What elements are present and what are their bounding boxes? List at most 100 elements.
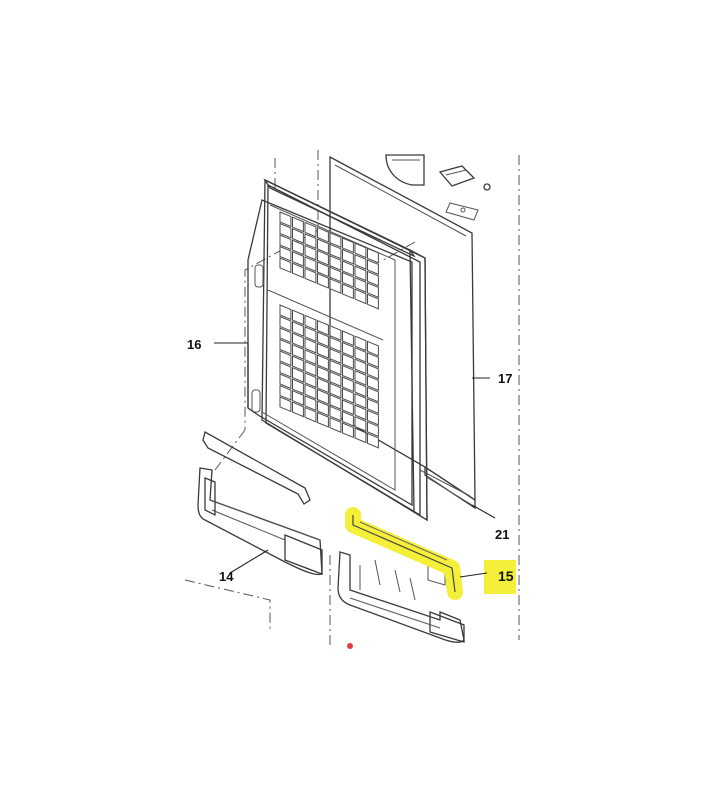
grid-cell bbox=[304, 221, 317, 238]
grid-cell bbox=[342, 410, 354, 427]
grid-cell bbox=[304, 326, 317, 343]
grid-cell bbox=[367, 386, 379, 403]
grid-cell bbox=[317, 377, 329, 394]
grid-cell bbox=[317, 238, 329, 255]
grid-cell bbox=[329, 278, 342, 294]
grid-cell bbox=[304, 372, 317, 389]
grid-cell bbox=[329, 417, 342, 433]
grid-cell bbox=[279, 234, 292, 251]
grid-cell bbox=[279, 211, 292, 228]
grid-cell bbox=[367, 340, 379, 357]
grid-cell bbox=[342, 330, 354, 347]
callout-16: 16 bbox=[187, 337, 201, 352]
grid-cell bbox=[304, 360, 317, 377]
grid-cell bbox=[317, 261, 329, 278]
grid-cell bbox=[367, 363, 379, 380]
grid-cell bbox=[367, 375, 379, 392]
grid-cell bbox=[317, 388, 329, 405]
grid-cell bbox=[279, 373, 292, 390]
grid-cell bbox=[329, 348, 342, 364]
grid-cell bbox=[292, 378, 304, 395]
grid-cell bbox=[317, 226, 329, 243]
grid-cell bbox=[329, 382, 342, 399]
grid-cell bbox=[304, 244, 317, 261]
assembly-centerlines bbox=[184, 150, 520, 645]
grid-cell bbox=[317, 400, 329, 417]
grid-cell bbox=[317, 319, 329, 336]
grid-cell bbox=[317, 331, 329, 348]
grid-cell bbox=[342, 271, 354, 288]
grid-cell bbox=[354, 392, 367, 409]
grid-cell bbox=[354, 427, 367, 444]
grid-cell bbox=[354, 381, 367, 398]
grid-cell bbox=[329, 359, 342, 376]
grid-cell bbox=[279, 384, 292, 401]
grid-cell bbox=[279, 315, 292, 332]
grid-cell bbox=[354, 335, 367, 352]
door-bin-15 bbox=[337, 551, 465, 643]
grid-cell bbox=[279, 222, 292, 239]
grid-cell bbox=[342, 248, 354, 265]
callout-15: 15 bbox=[498, 568, 514, 584]
grid-cell bbox=[304, 395, 317, 412]
door-bin-14 bbox=[197, 431, 323, 576]
grid-cell bbox=[342, 341, 354, 358]
grid-cell bbox=[304, 314, 317, 331]
grid-cell bbox=[292, 366, 304, 383]
grid-cell bbox=[292, 389, 304, 406]
grid-cell bbox=[354, 288, 367, 305]
grid-cell bbox=[367, 352, 379, 369]
grid-cell bbox=[354, 242, 367, 259]
door-outer-panel bbox=[329, 155, 476, 510]
grid-cell bbox=[304, 349, 317, 366]
grid-cell bbox=[292, 309, 304, 326]
grid-cell bbox=[367, 421, 379, 438]
grid-cell bbox=[354, 369, 367, 386]
grid-cell bbox=[292, 250, 304, 267]
door-bar-15-highlight bbox=[345, 507, 516, 600]
grid-cell bbox=[279, 361, 292, 378]
grid-cell bbox=[367, 259, 379, 276]
grid-cell bbox=[342, 260, 354, 277]
grid-cell bbox=[304, 406, 317, 423]
grid-cell bbox=[317, 411, 329, 428]
grid-cell bbox=[329, 394, 342, 410]
grid-cell bbox=[279, 327, 292, 344]
grid-cell bbox=[329, 325, 342, 341]
grid-cell bbox=[317, 342, 329, 359]
grid-cell bbox=[329, 232, 342, 248]
grid-cell bbox=[354, 346, 367, 363]
grid-cell bbox=[292, 227, 304, 244]
grid-cell bbox=[279, 350, 292, 367]
grid-cell bbox=[292, 216, 304, 233]
grid-cell bbox=[342, 237, 354, 254]
grid-cell bbox=[304, 383, 317, 400]
grid-cell bbox=[329, 266, 342, 283]
grid-cell bbox=[342, 376, 354, 393]
grid-cell bbox=[342, 422, 354, 439]
grid-cell bbox=[279, 338, 292, 355]
grid-cell bbox=[342, 387, 354, 404]
grid-cell bbox=[292, 320, 304, 337]
grid-cell bbox=[342, 283, 354, 300]
grid-cell bbox=[329, 243, 342, 260]
grid-cell bbox=[354, 253, 367, 270]
grid-cell bbox=[292, 239, 304, 256]
grid-cell bbox=[367, 247, 379, 264]
grid-cell bbox=[329, 405, 342, 422]
door-liner-grid bbox=[279, 211, 379, 449]
grid-cell bbox=[354, 358, 367, 375]
grid-cell bbox=[329, 371, 342, 387]
callout-14: 14 bbox=[219, 569, 234, 584]
leader-lines bbox=[214, 342, 496, 578]
grid-cell bbox=[342, 399, 354, 416]
callout-21: 21 bbox=[495, 527, 509, 542]
grid-cell bbox=[367, 398, 379, 415]
grid-cell bbox=[367, 270, 379, 287]
grid-cell bbox=[317, 365, 329, 382]
grid-cell bbox=[304, 267, 317, 284]
grid-cell bbox=[317, 354, 329, 371]
grid-cell bbox=[279, 304, 292, 321]
grid-cell bbox=[354, 276, 367, 293]
grid-cell bbox=[304, 337, 317, 354]
